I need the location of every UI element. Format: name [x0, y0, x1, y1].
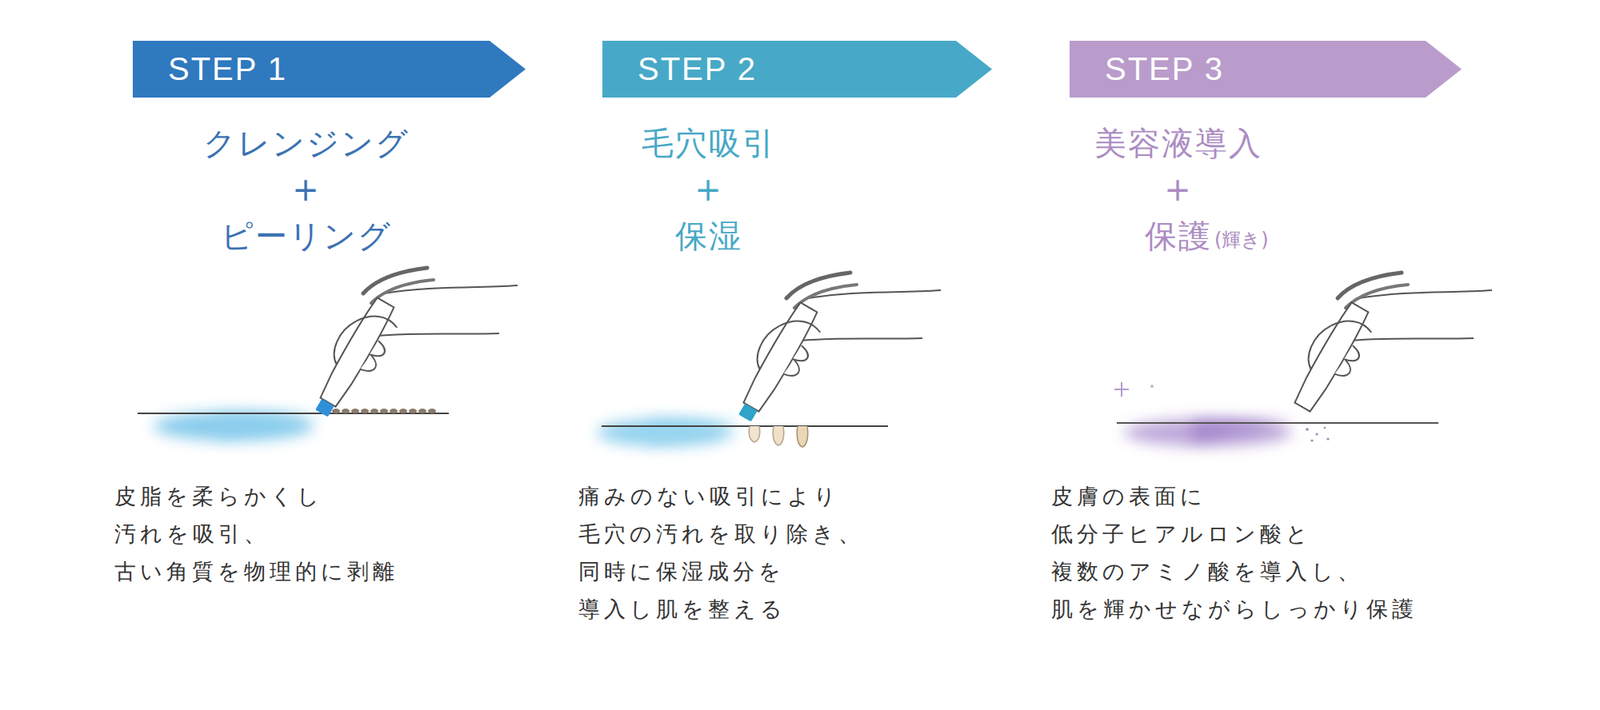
mist: [217, 415, 320, 438]
mist: [648, 421, 744, 444]
hand: [731, 272, 941, 420]
dirt-dot: [380, 408, 388, 414]
particle: [1324, 427, 1327, 430]
step-description: 皮膚の表面に 低分子ヒアルロン酸と 複数のアミノ酸を導入し、 肌を輝かせながらし…: [1051, 478, 1564, 629]
sparkle: [1114, 382, 1129, 397]
dirt-dot: [399, 408, 408, 414]
skin-line: [601, 425, 888, 428]
dirt-dot: [360, 408, 369, 414]
arrow-fill: [602, 40, 992, 98]
step2-illustration: [596, 272, 941, 448]
dirt-dot: [389, 408, 398, 414]
dirt-dot: [370, 408, 379, 414]
dirt-dot: [408, 408, 417, 414]
step-title: 毛穴吸引 + 保湿: [540, 120, 877, 260]
arrow-fill: [1069, 40, 1462, 98]
particle: [1316, 433, 1319, 436]
step-label: STEP 3: [1104, 40, 1224, 98]
step-description: 痛みのない吸引により 毛穴の汚れを取り除き、 同時に保湿成分を 導入し肌を整える: [578, 478, 1091, 629]
particles: [1305, 427, 1329, 443]
device-tip: [315, 399, 335, 418]
skin-line: [1116, 422, 1439, 424]
step-banner: STEP 1: [132, 40, 526, 98]
dirt-dot: [418, 408, 427, 414]
arrow-fill: [132, 40, 526, 98]
step-description: 皮脂を柔らかくし 汚れを吸引、 古い角質を物理的に剥離: [114, 478, 627, 592]
pore: [772, 426, 784, 446]
step-title: クレンジング + ピーリング: [138, 120, 475, 260]
particle: [1311, 440, 1314, 443]
sparkle-dot: [1150, 384, 1154, 388]
pore: [796, 426, 808, 448]
dirt-dot: [351, 408, 360, 414]
particle: [1326, 437, 1329, 440]
step1-illustration: [137, 268, 518, 441]
mist: [1192, 421, 1295, 443]
dirt-dot: [332, 408, 340, 414]
step-banner: STEP 3: [1069, 40, 1462, 98]
pore: [748, 426, 760, 443]
step-label: STEP 1: [168, 40, 288, 98]
device-tip: [738, 404, 758, 423]
dirt-dot: [341, 408, 350, 414]
dirt-dot: [428, 408, 436, 414]
step-banner: STEP 2: [602, 40, 992, 98]
step-label: STEP 2: [637, 40, 757, 98]
title-note: (輝き): [1214, 227, 1269, 253]
hand: [308, 268, 518, 415]
step3-illustration: [1114, 272, 1492, 447]
particle: [1305, 428, 1309, 432]
hand: [1282, 272, 1492, 420]
dirt: [332, 408, 436, 414]
step-title: 美容液導入 + 保護: [1010, 120, 1347, 260]
